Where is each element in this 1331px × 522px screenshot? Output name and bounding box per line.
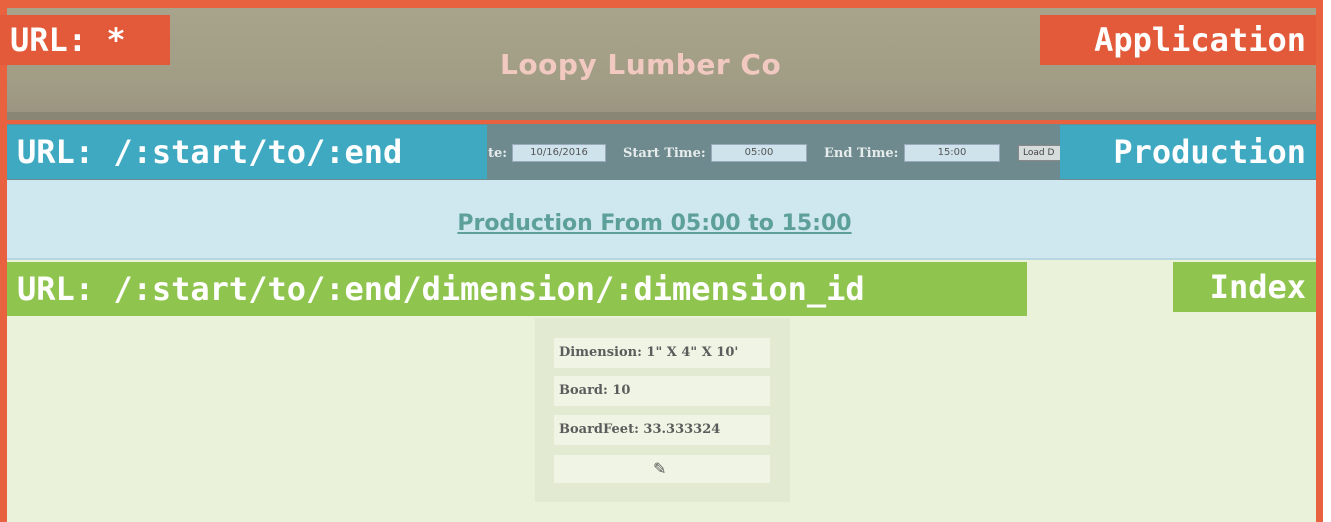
pencil-icon[interactable]: ✎ — [653, 459, 667, 478]
date-label: te: — [488, 146, 508, 161]
application-url-tag: URL: * — [0, 15, 170, 65]
production-heading-link[interactable]: Production From 05:00 to 15:00 — [457, 211, 852, 236]
date-input[interactable]: 10/16/2016 — [512, 144, 606, 162]
board-feet-row: BoardFeet: 33.333324 — [554, 415, 770, 445]
production-name-tag: Production — [1060, 125, 1316, 179]
index-url-tag: URL: /:start/to/:end/dimension/:dimensio… — [7, 262, 1027, 316]
start-time-label: Start Time: — [623, 146, 706, 161]
production-url-tag: URL: /:start/to/:end — [7, 125, 487, 179]
board-row: Board: 10 — [554, 376, 770, 406]
application-name-tag: Application — [1040, 15, 1316, 65]
header-divider — [7, 112, 1316, 120]
brand-title[interactable]: Loopy Lumber Co — [500, 48, 782, 81]
load-data-button[interactable]: Load D — [1018, 145, 1066, 161]
edit-row — [554, 455, 770, 483]
dimension-row: Dimension: 1" X 4" X 10' — [554, 338, 770, 368]
start-time-input[interactable]: 05:00 — [711, 144, 807, 162]
end-time-label: End Time: — [824, 146, 899, 161]
index-name-tag: Index — [1173, 262, 1316, 312]
production-heading-band — [7, 180, 1316, 260]
end-time-input[interactable]: 15:00 — [904, 144, 1000, 162]
